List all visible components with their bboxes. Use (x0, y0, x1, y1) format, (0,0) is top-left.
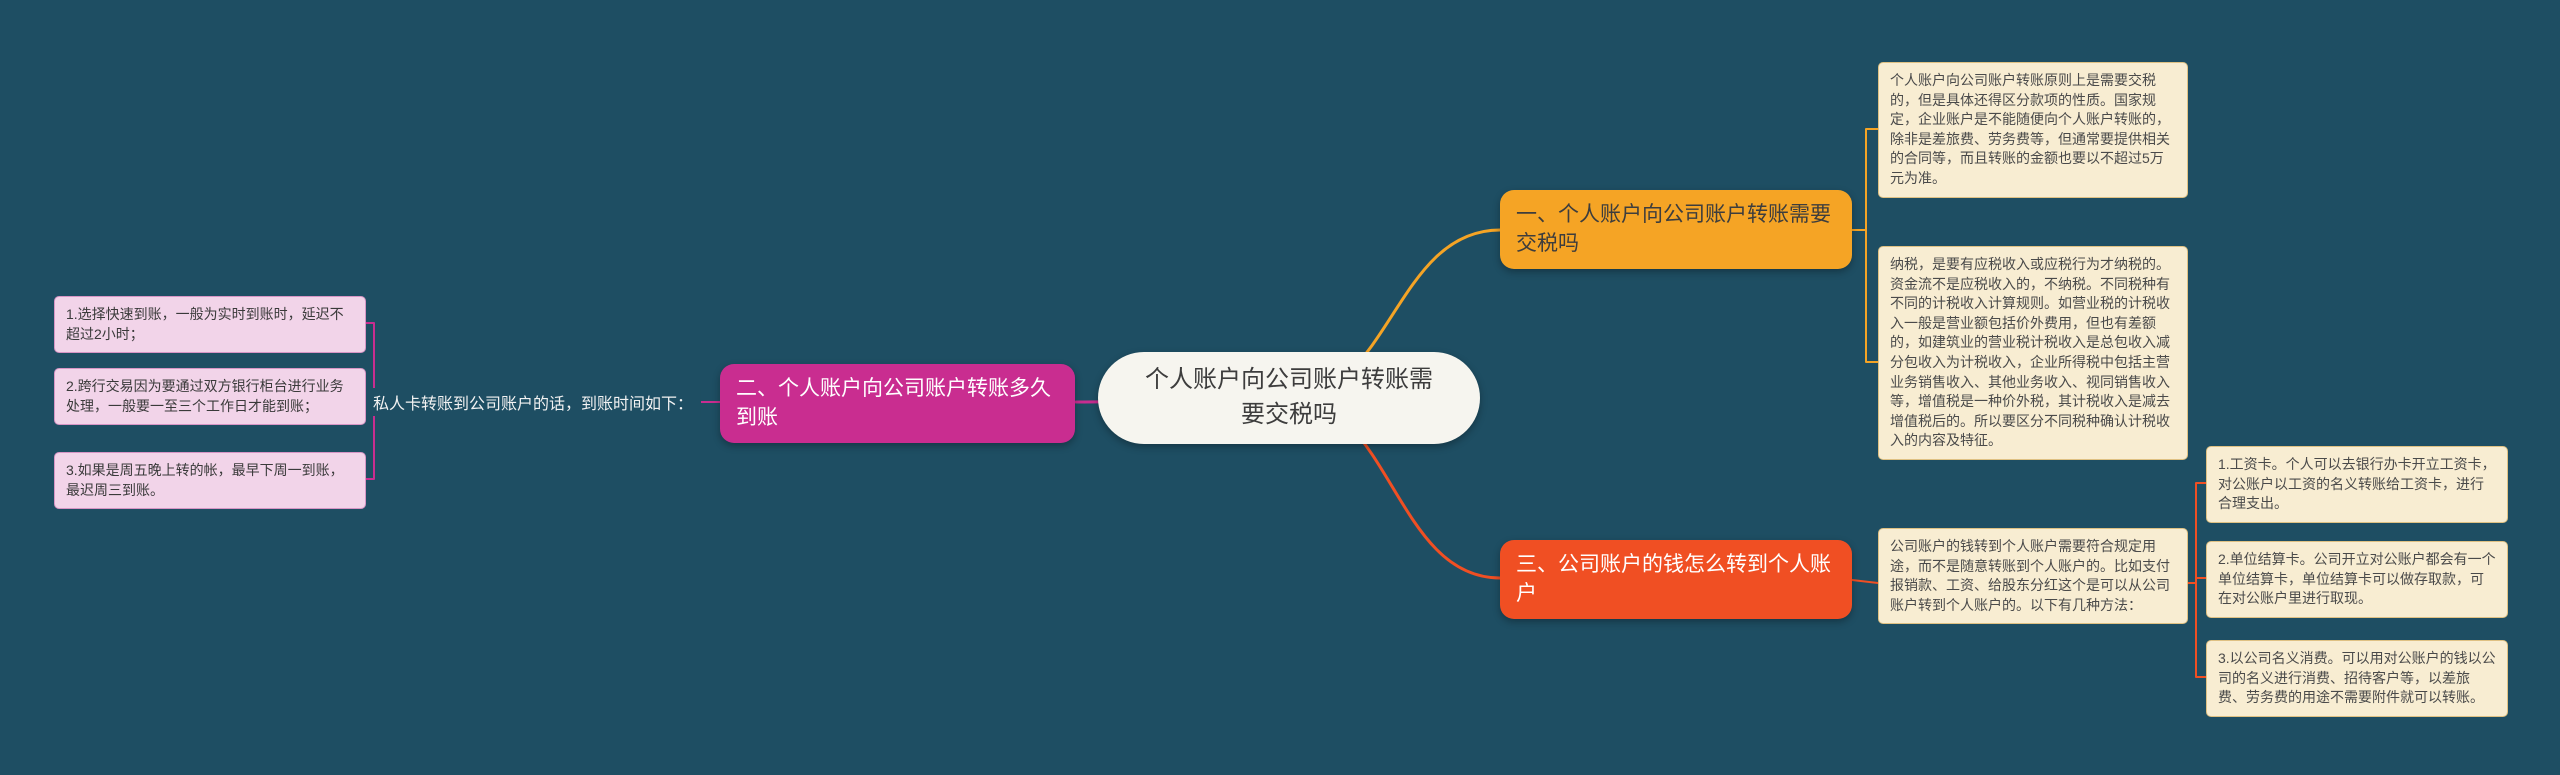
branch-withdraw-note-1[interactable]: 1.工资卡。个人可以去银行办卡开立工资卡，对公账户以工资的名义转账给工资卡，进行… (2206, 446, 2508, 523)
branch-withdraw-node[interactable]: 三、公司账户的钱怎么转到个人账户 (1500, 540, 1852, 619)
branch-withdraw-note-3[interactable]: 3.以公司名义消费。可以用对公账户的钱以公司的名义进行消费、招待客户等，以差旅费… (2206, 640, 2508, 717)
branch-time-node[interactable]: 二、个人账户向公司账户转账多久到账 (720, 364, 1075, 443)
central-topic[interactable]: 个人账户向公司账户转账需要交税吗 (1098, 352, 1480, 444)
branch-time-note-2[interactable]: 2.跨行交易因为要通过双方银行柜台进行业务处理，一般要一至三个工作日才能到账； (54, 368, 366, 426)
branch-withdraw-summary[interactable]: 公司账户的钱转到个人账户需要符合规定用途，而不是随意转账到个人账户的。比如支付报… (1878, 528, 2188, 625)
branch-tax-note-1[interactable]: 个人账户向公司账户转账原则上是需要交税的，但是具体还得区分款项的性质。国家规定，… (1878, 62, 2188, 198)
branch-tax-node[interactable]: 一、个人账户向公司账户转账需要交税吗 (1500, 190, 1852, 269)
branch-time-note-3[interactable]: 3.如果是周五晚上转的帐，最早下周一到账，最迟周三到账。 (54, 452, 366, 510)
branch-time-edge-label[interactable]: 私人卡转账到公司账户的话，到账时间如下： (364, 388, 702, 416)
branch-time-note-1[interactable]: 1.选择快速到账，一般为实时到账时，延迟不超过2小时； (54, 296, 366, 354)
edge-branch-withdraw-to-summary (1851, 579, 1879, 584)
bracket-branch-tax-notes (1851, 128, 1879, 363)
bracket-branch-withdraw-notes (2187, 482, 2207, 678)
branch-tax-note-2[interactable]: 纳税，是要有应税收入或应税行为才纳税的。资金流不是应税收入的，不纳税。不同税种有… (1878, 246, 2188, 460)
branch-withdraw-note-2[interactable]: 2.单位结算卡。公司开立对公账户都会有一个单位结算卡，单位结算卡可以做存取款，可… (2206, 541, 2508, 618)
